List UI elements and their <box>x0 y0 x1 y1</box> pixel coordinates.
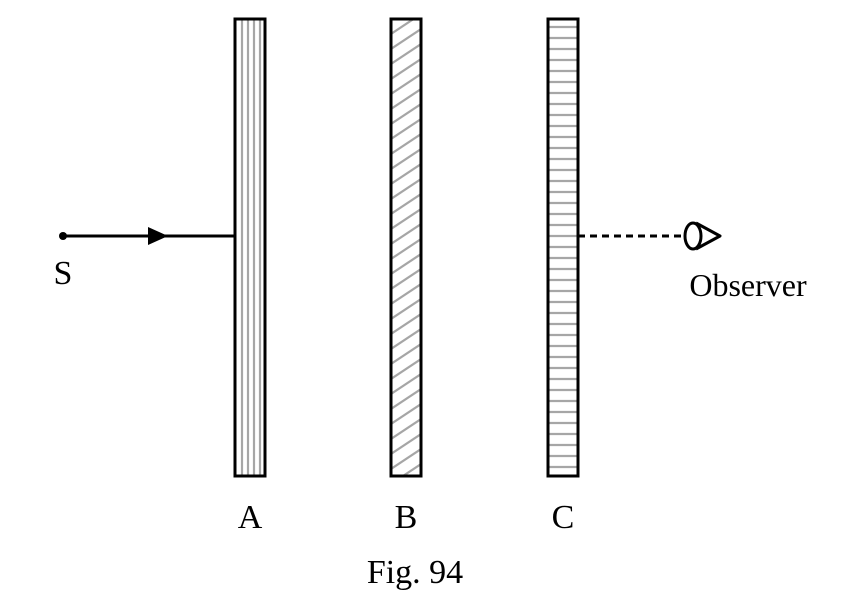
hatch-line <box>391 19 416 35</box>
polarizer-c <box>546 17 580 478</box>
polarizer-a-frame <box>233 17 267 478</box>
polarizer-a <box>233 17 267 478</box>
hatch-line <box>391 358 421 380</box>
polarizer-b <box>389 17 423 499</box>
polarizer-c-label: C <box>552 499 575 536</box>
hatch-line <box>391 223 421 245</box>
polarizer-c-hatching <box>548 25 578 469</box>
polarizer-c-frame <box>546 17 580 478</box>
polarizer-b-frame <box>389 17 423 478</box>
hatch-line <box>391 479 421 499</box>
hatch-line <box>391 118 421 140</box>
eye-icon <box>683 221 722 251</box>
hatch-line <box>391 298 421 320</box>
hatch-line <box>391 448 421 470</box>
hatch-line <box>391 178 421 200</box>
hatch-line <box>391 433 421 455</box>
hatch-line <box>391 19 393 20</box>
hatch-line <box>391 58 421 80</box>
hatch-line <box>391 343 421 365</box>
hatch-line <box>391 133 421 155</box>
source-label: S <box>54 255 73 292</box>
figure-caption: Fig. 94 <box>367 554 463 591</box>
hatch-line <box>391 388 421 410</box>
hatch-line <box>391 373 421 395</box>
hatch-line <box>391 43 421 65</box>
hatch-line <box>391 28 421 50</box>
hatch-line <box>391 253 421 275</box>
hatch-line <box>391 418 421 440</box>
hatch-line <box>391 238 421 260</box>
hatch-line <box>391 328 421 350</box>
polarizer-b-label: B <box>395 499 418 536</box>
observer-label: Observer <box>689 267 807 303</box>
polarizer-a-label: A <box>238 499 263 536</box>
polarizer-b-hatching <box>391 19 421 499</box>
hatch-line <box>391 403 421 425</box>
hatch-line <box>391 148 421 170</box>
hatch-line <box>391 268 421 290</box>
hatch-line <box>391 193 421 215</box>
hatch-line <box>391 103 421 125</box>
hatch-line <box>391 88 421 110</box>
hatch-line <box>391 73 421 95</box>
hatch-line <box>391 313 421 335</box>
hatch-line <box>391 283 421 305</box>
polarizer-a-hatching <box>240 19 262 476</box>
hatch-line <box>401 463 421 476</box>
ray-arrow-icon <box>148 227 168 245</box>
hatch-line <box>391 208 421 230</box>
hatch-line <box>391 163 421 185</box>
